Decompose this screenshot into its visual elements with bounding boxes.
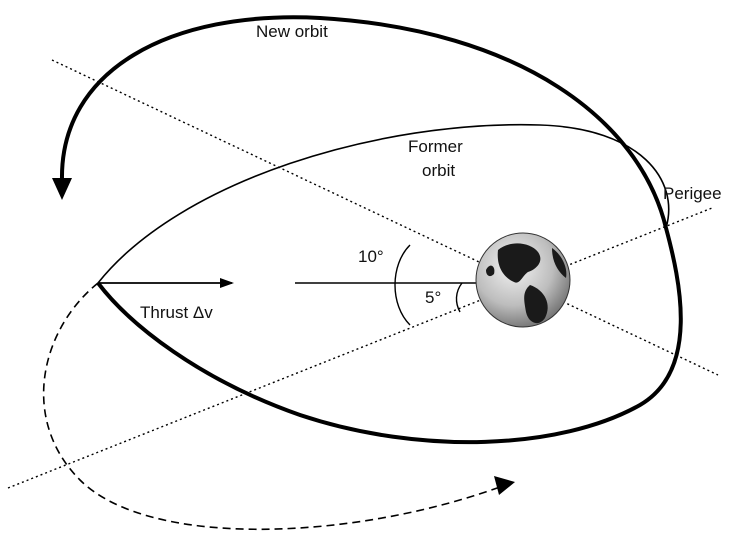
perigee-label: Perigee — [663, 184, 722, 203]
dotted-axis-former — [52, 60, 718, 375]
angle-arc-5 — [456, 283, 462, 312]
former-orbit-label-line1: Former — [408, 137, 463, 156]
angle-arc-10 — [395, 245, 410, 325]
thrust-label: Thrust Δv — [140, 303, 213, 322]
former-orbit-label-line2: orbit — [422, 161, 455, 180]
angle-5-label: 5° — [425, 288, 441, 307]
new-orbit-arrowhead — [52, 178, 72, 200]
earth-globe-icon — [476, 233, 570, 327]
dashed-arrowhead — [494, 476, 515, 495]
angle-10-label: 10° — [358, 247, 384, 266]
new-orbit-label: New orbit — [256, 22, 328, 41]
